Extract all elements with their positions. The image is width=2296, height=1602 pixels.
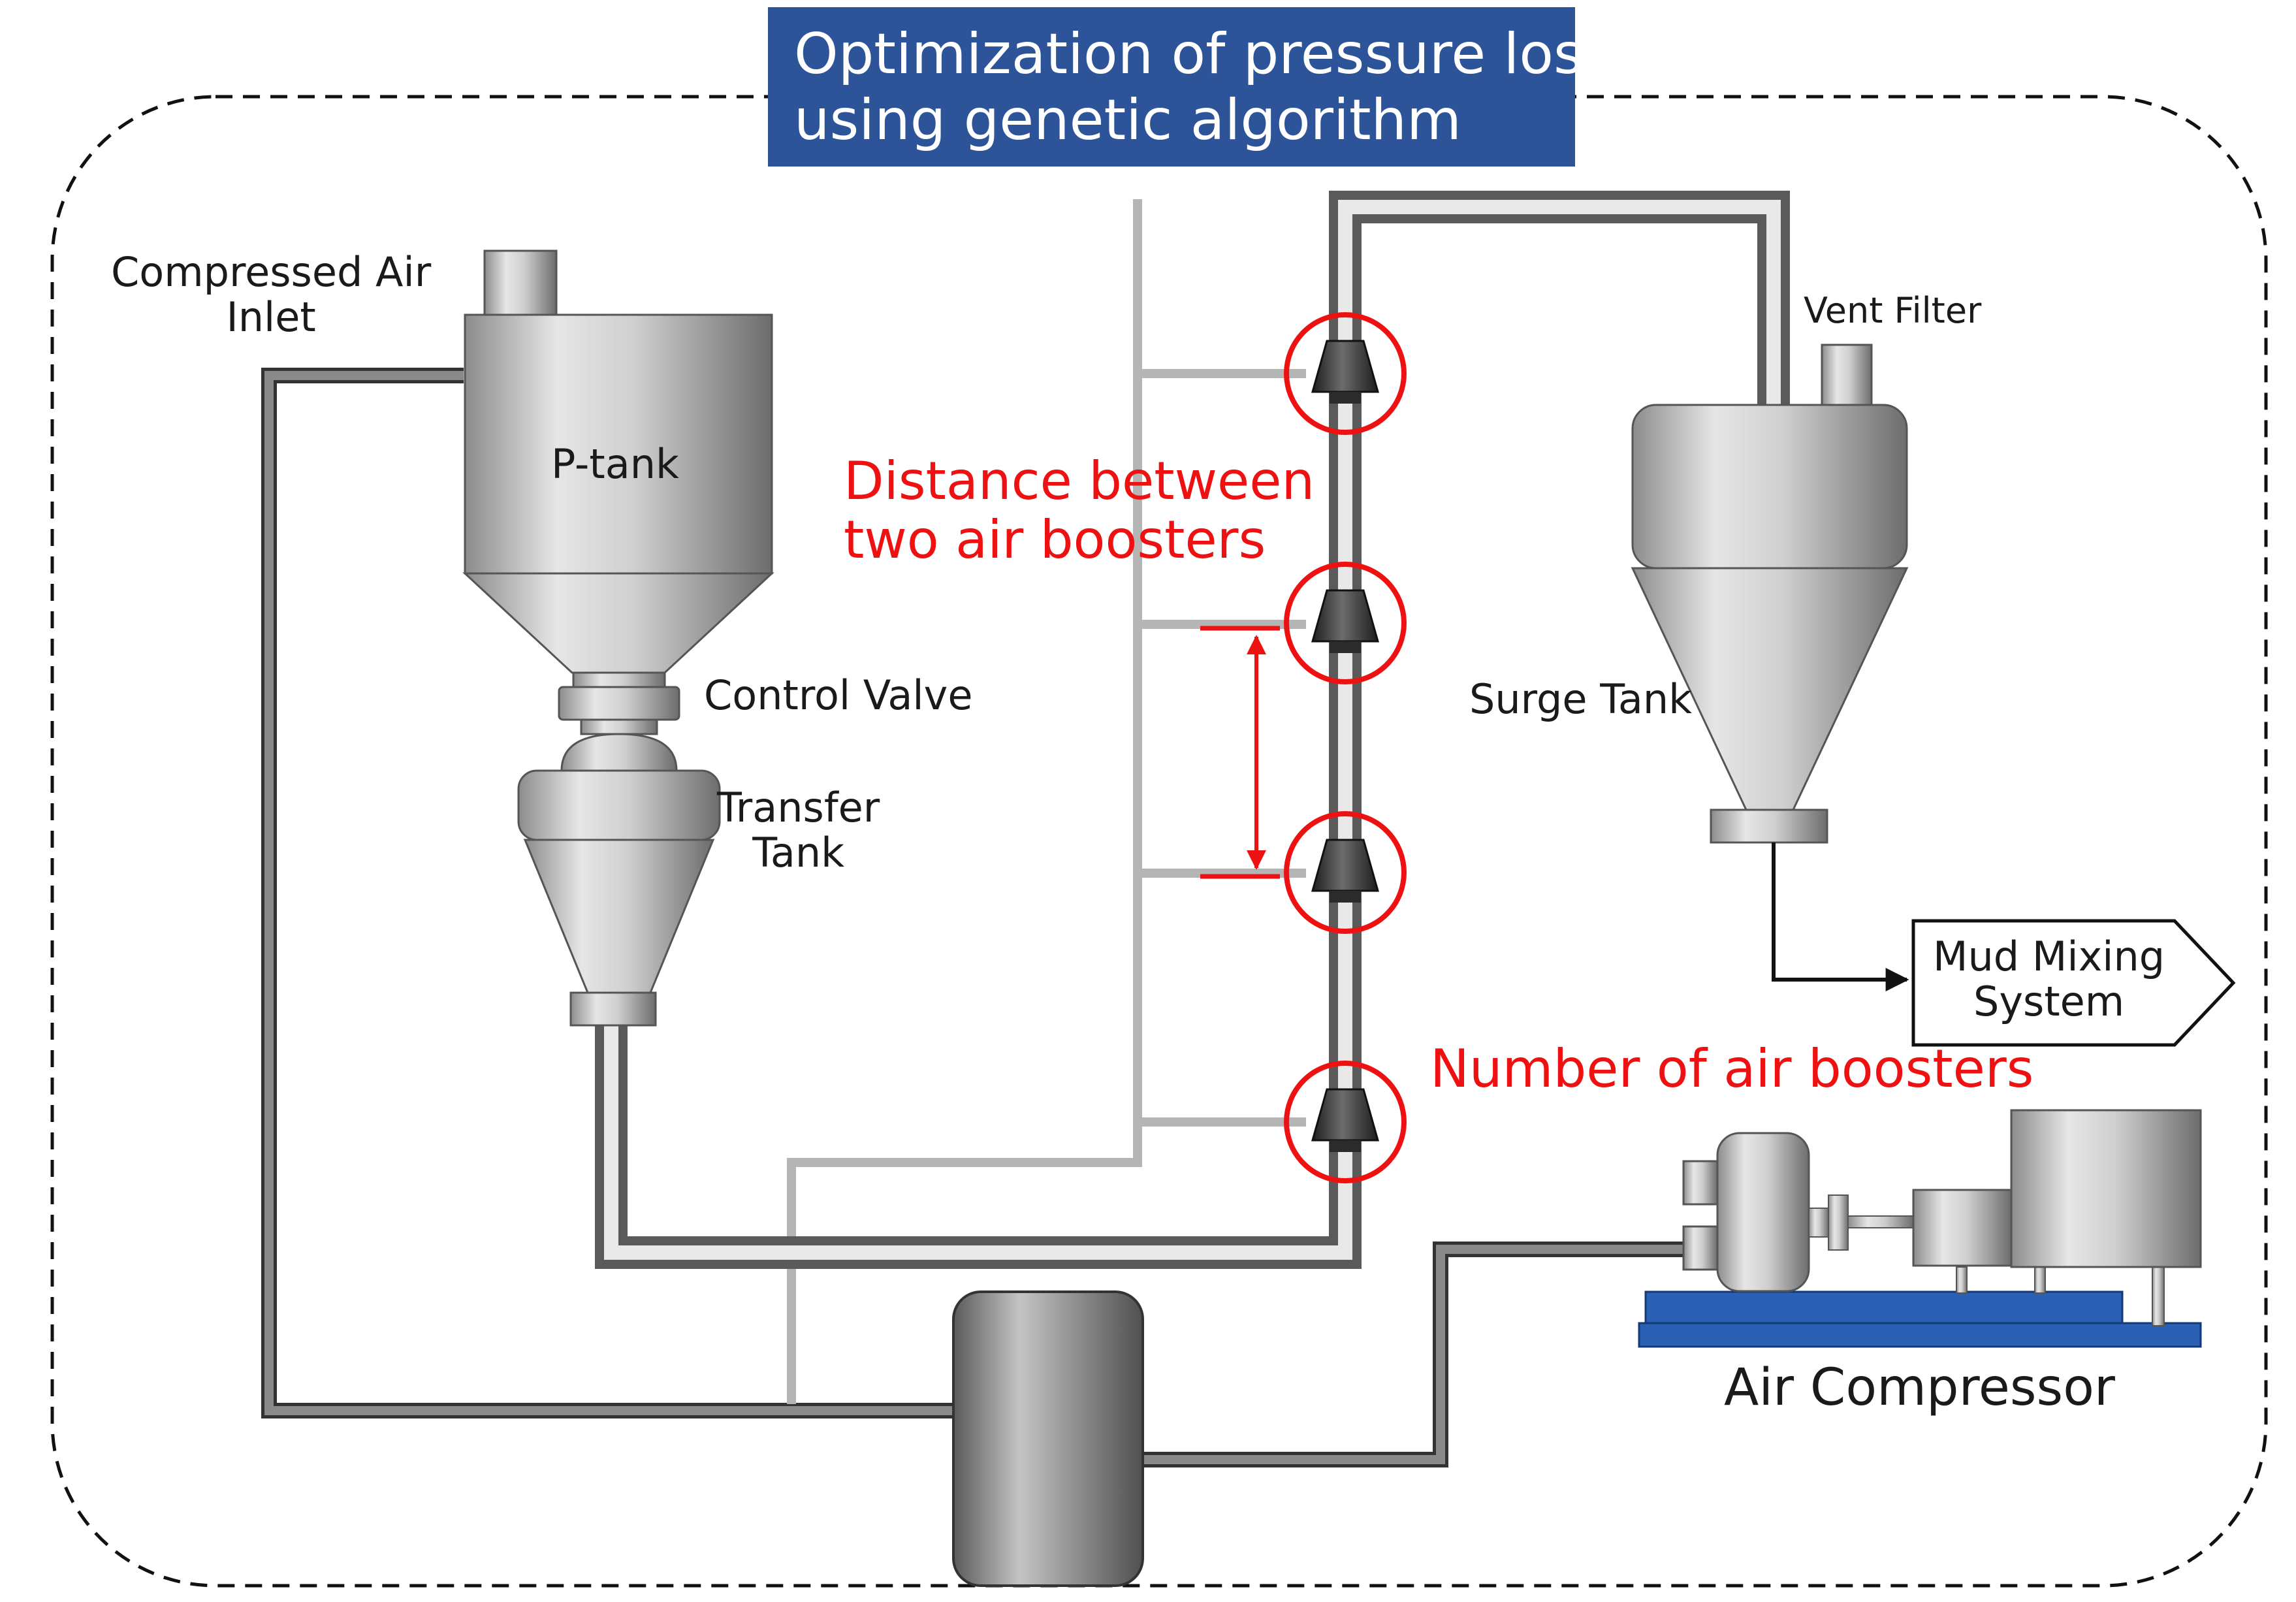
label-surge-tank: Surge Tank [1469, 675, 1693, 723]
air-booster [1284, 562, 1407, 684]
label-p-tank: P-tank [551, 440, 679, 488]
air-booster-ring [1330, 392, 1361, 404]
annotation-number: Number of air boosters [1430, 1038, 2034, 1099]
air-booster-highlight-circle [1284, 1061, 1407, 1183]
control-valve [558, 671, 680, 735]
air-booster-body [1311, 839, 1379, 892]
label-control-valve: Control Valve [704, 671, 973, 719]
label-air-compressor: Air Compressor [1724, 1358, 2115, 1417]
label-vent-filter: Vent Filter [1804, 290, 1982, 331]
air-boosters [1284, 312, 1407, 1183]
surge-tank [1631, 344, 1909, 844]
air-booster-highlight-circle [1284, 312, 1407, 435]
label-transfer-tank: Transfer Tank [717, 784, 880, 877]
air-receiver-tank [952, 1290, 1144, 1587]
conveying-pipe [595, 191, 1790, 1269]
air-booster-highlight-circle [1284, 562, 1407, 684]
label-mud-mixing-system: Mud Mixing System [1933, 933, 2165, 1026]
title-box: Optimization of pressure loss using gene… [768, 7, 1612, 167]
title-line-1: Optimization of pressure loss [794, 22, 1612, 87]
air-booster-body [1311, 589, 1379, 643]
title-line-2: using genetic algorithm [794, 87, 1461, 153]
air-booster [1284, 1061, 1407, 1183]
transfer-tank [517, 733, 721, 1027]
air-compressor [1638, 1109, 2202, 1348]
air-booster-ring [1330, 641, 1361, 653]
air-booster [1284, 312, 1407, 435]
air-booster-ring [1330, 1140, 1361, 1152]
air-booster-highlight-circle [1284, 811, 1407, 934]
annotation-distance: Distance between two air boosters [844, 451, 1315, 570]
compressed-air-lines [261, 368, 1685, 1467]
air-booster-body [1311, 340, 1379, 393]
air-booster-ring [1330, 891, 1361, 903]
p-tank [462, 249, 774, 674]
mud-mixing-box [1911, 919, 2236, 1047]
air-booster [1284, 811, 1407, 934]
distance-dimension [1200, 626, 1280, 879]
air-booster-body [1311, 1088, 1379, 1142]
label-compressed-air-inlet: Compressed Air Inlet [111, 248, 432, 342]
booster-air-lines [787, 199, 1306, 1404]
mud-line [1772, 842, 1909, 991]
